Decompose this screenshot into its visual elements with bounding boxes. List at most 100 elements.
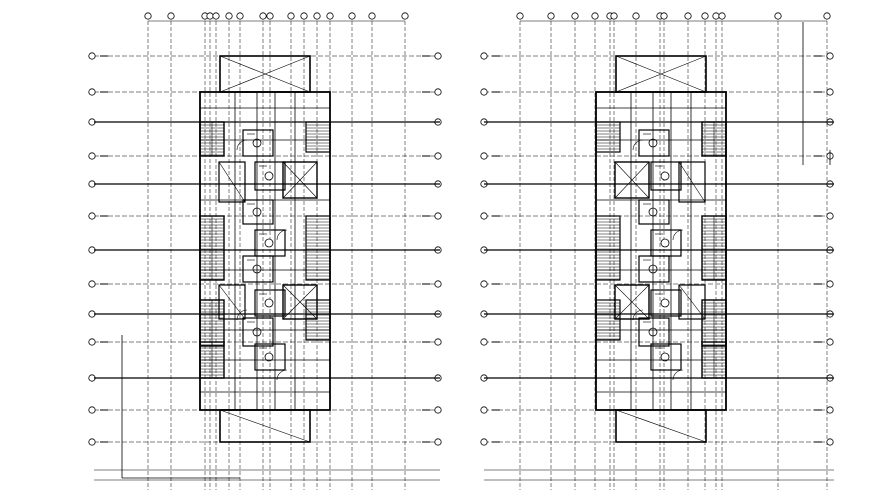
row-grid-bubble xyxy=(88,152,96,160)
stair-block xyxy=(305,121,331,153)
stair-block xyxy=(199,121,225,157)
column-grid-bubble xyxy=(823,12,831,20)
row-grid-bubble xyxy=(480,338,488,346)
building-core xyxy=(199,55,331,443)
right-floor-plan xyxy=(480,12,834,490)
column-grid-bubble xyxy=(144,12,152,20)
row-grid-bubble xyxy=(434,212,442,220)
building-core xyxy=(595,55,727,443)
shaft-cross xyxy=(282,161,318,199)
door-swing xyxy=(236,309,248,321)
row-grid-bubble xyxy=(480,280,488,288)
row-grid-bubble xyxy=(480,406,488,414)
row-grid-bubble xyxy=(88,280,96,288)
bathroom-room xyxy=(638,255,670,283)
stair-block xyxy=(701,121,727,157)
column-grid-bubble xyxy=(313,12,321,20)
bathroom-room xyxy=(638,317,670,347)
row-grid-bubble xyxy=(480,438,488,446)
stair-block xyxy=(305,299,331,341)
column-grid-bubble xyxy=(300,12,308,20)
column-grid-bubble xyxy=(212,12,220,20)
door-swing xyxy=(276,369,288,381)
lift-shaft xyxy=(218,284,246,320)
stair-block xyxy=(701,215,727,281)
fixture-symbol xyxy=(660,238,670,248)
bathroom-room xyxy=(254,343,286,371)
shaft xyxy=(614,284,650,320)
shaft xyxy=(282,284,318,320)
row-grid-bubble xyxy=(826,406,834,414)
stair-block xyxy=(305,215,331,281)
column-grid-bubble xyxy=(547,12,555,20)
column-grid-bubble xyxy=(326,12,334,20)
column-grid-bubble xyxy=(368,12,376,20)
stair-outline xyxy=(595,215,621,281)
fixture-symbol xyxy=(264,298,274,308)
stair-outline xyxy=(305,215,331,281)
door-swing xyxy=(632,309,644,321)
shaft-cross xyxy=(678,161,706,203)
stair-block xyxy=(199,299,225,347)
row-grid-bubble xyxy=(88,88,96,96)
row-grid-bubble xyxy=(826,280,834,288)
column-grid-bubble xyxy=(610,12,618,20)
row-grid-bubble xyxy=(480,88,488,96)
column-grid-bubble xyxy=(401,12,409,20)
lift-shaft xyxy=(678,284,706,320)
row-grid-bubble xyxy=(480,152,488,160)
column-grid-bubble xyxy=(266,12,274,20)
column-grid-bubble xyxy=(591,12,599,20)
row-grid-bubble xyxy=(434,152,442,160)
column-grid-bubble xyxy=(259,12,267,20)
column-grid-bubble xyxy=(206,12,214,20)
door-swing xyxy=(276,229,288,241)
row-grid-bubble xyxy=(826,438,834,446)
row-grid-bubble xyxy=(434,338,442,346)
row-grid-bubble xyxy=(480,212,488,220)
room-diagonal xyxy=(615,409,707,443)
shaft-cross xyxy=(614,161,650,199)
stair-block xyxy=(199,215,225,281)
fixture-symbol xyxy=(264,352,274,362)
bathroom-room xyxy=(242,255,274,283)
column-grid-bubble xyxy=(516,12,524,20)
fixture-symbol xyxy=(264,238,274,248)
lift-shaft xyxy=(678,161,706,203)
row-grid-bubble xyxy=(88,406,96,414)
shaft-cross xyxy=(282,284,318,320)
bathroom-room xyxy=(638,129,670,157)
fixture-symbol xyxy=(264,171,274,181)
row-grid-bubble xyxy=(434,52,442,60)
stair-block xyxy=(595,299,621,341)
shaft xyxy=(614,161,650,199)
fixture-symbol xyxy=(660,352,670,362)
column-grid-bubble xyxy=(774,12,782,20)
room-diagonal xyxy=(219,55,311,93)
door-swing xyxy=(632,139,644,151)
shaft-cross xyxy=(218,161,246,203)
row-grid-bubble xyxy=(826,212,834,220)
column-grid-bubble xyxy=(660,12,668,20)
row-grid-bubble xyxy=(88,212,96,220)
row-grid-bubble xyxy=(434,88,442,96)
column-grid-bubble xyxy=(712,12,720,20)
row-grid-bubble xyxy=(480,52,488,60)
room-diagonal xyxy=(219,409,311,443)
door-swing xyxy=(672,369,684,381)
column-grid-bubble xyxy=(236,12,244,20)
shaft-cross xyxy=(218,284,246,320)
bathroom-room xyxy=(254,289,286,317)
column-grid-bubble xyxy=(167,12,175,20)
column-grid-bubble xyxy=(632,12,640,20)
door-swing xyxy=(672,229,684,241)
row-grid-bubble xyxy=(88,338,96,346)
bathroom-room xyxy=(254,161,286,191)
column-grid-bubble xyxy=(571,12,579,20)
bathroom-room xyxy=(242,129,274,157)
room-diagonal xyxy=(615,55,707,93)
column-grid-bubble xyxy=(701,12,709,20)
column-grid-bubble xyxy=(348,12,356,20)
